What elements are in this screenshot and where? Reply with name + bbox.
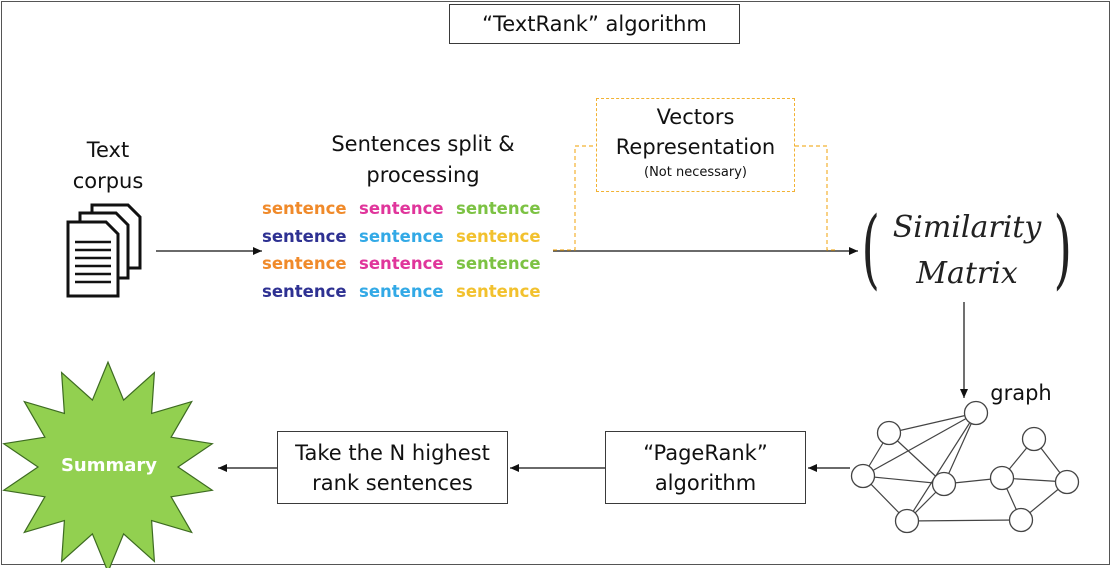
graph-node	[850, 463, 876, 489]
matrix-line2: Matrix	[916, 256, 1018, 291]
right-paren: )	[1053, 199, 1073, 299]
sentence-word: sentence	[262, 226, 347, 246]
vectors-representation-box: Vectors Representation (Not necessary)	[596, 98, 795, 192]
sentence-row: sentence sentence sentence	[262, 278, 562, 306]
page-title: “TextRank” algorithm	[482, 12, 707, 36]
sentence-word: sentence	[456, 254, 541, 273]
split-line1: Sentences split &	[331, 132, 515, 156]
sentence-word: sentence	[262, 254, 347, 273]
split-line2: processing	[366, 163, 480, 187]
vectors-note: (Not necessary)	[644, 165, 747, 180]
pagerank-box: “PageRank” algorithm	[605, 431, 806, 504]
graph-node	[1008, 507, 1034, 533]
summary-starburst	[2, 360, 214, 568]
sentence-word: sentence	[262, 199, 347, 218]
text-corpus-label: Text corpus	[62, 135, 154, 197]
sentence-word: sentence	[456, 281, 541, 301]
matrix-line1: Similarity	[892, 210, 1042, 245]
sentence-row: sentence sentence sentence	[262, 223, 562, 251]
sentence-word: sentence	[359, 226, 444, 246]
graph-node	[1021, 426, 1047, 452]
sentence-row: sentence sentence sentence	[262, 250, 562, 278]
graph-node	[931, 471, 957, 497]
graph-node	[894, 508, 920, 534]
graph-node	[1054, 469, 1080, 495]
graph-label: graph	[990, 381, 1052, 405]
dashed-path-vectors	[553, 145, 836, 251]
take-line2: rank sentences	[312, 470, 473, 495]
graph-node	[989, 465, 1015, 491]
sentence-word: sentence	[262, 281, 347, 301]
graph-nodes	[850, 400, 1080, 534]
graph-node	[876, 420, 902, 446]
sentence-word: sentence	[456, 226, 541, 246]
vectors-line2: Representation	[615, 135, 776, 159]
summary-label: Summary	[60, 455, 158, 476]
vectors-line1: Vectors	[656, 105, 735, 129]
pagerank-line2: algorithm	[654, 470, 757, 495]
sentences-split-label: Sentences split & processing	[320, 129, 526, 191]
documents-icon	[66, 203, 142, 298]
title-box: “TextRank” algorithm	[449, 4, 740, 44]
sentence-row: sentence sentence sentence	[262, 195, 562, 223]
sentence-word: sentence	[359, 254, 444, 273]
sentence-word: sentence	[359, 199, 444, 218]
take-n-highest-box: Take the N highest rank sentences	[277, 431, 508, 504]
sentence-word: sentence	[359, 281, 444, 301]
pagerank-line1: “PageRank”	[643, 440, 768, 465]
graph-node	[963, 400, 989, 426]
corpus-line2: corpus	[72, 169, 144, 193]
sentence-word: sentence	[456, 199, 541, 218]
take-line1: Take the N highest	[295, 440, 490, 465]
similarity-matrix: ( ) Similarity Matrix	[861, 199, 1073, 300]
corpus-line1: Text	[86, 138, 130, 162]
left-paren: (	[861, 199, 881, 299]
